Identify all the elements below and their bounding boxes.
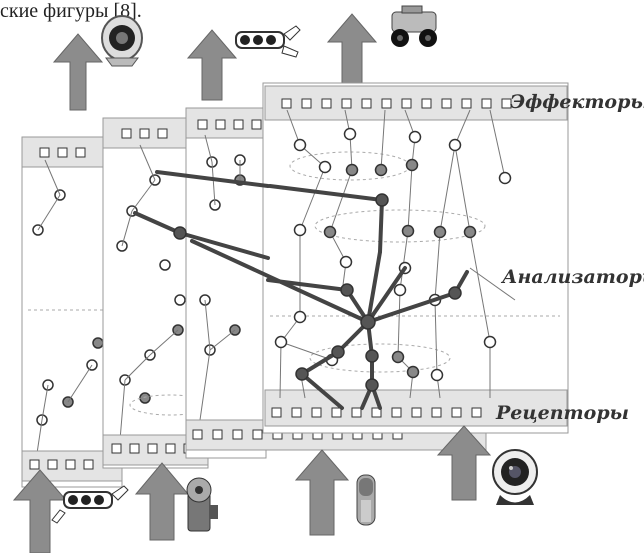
network-layer-4 (133, 82, 569, 434)
receptor-arrows (12, 425, 492, 553)
microphone-icon (356, 474, 376, 526)
caption-fragment: ские фигуры [8]. (0, 0, 142, 22)
effectors-label: Эффекторы (510, 91, 644, 113)
robot-hand-icon (235, 25, 301, 58)
speaker-icon (101, 15, 143, 67)
robot-hand-icon-bottom (51, 485, 129, 524)
webcam-icon (492, 449, 538, 505)
analyzers-label: Анализаторы (502, 266, 644, 288)
effector-strip (264, 85, 568, 121)
effector-arrows (52, 13, 378, 111)
wheeled-robot-icon (391, 5, 437, 47)
servo-motor-icon (186, 477, 218, 532)
receptors-label: Рецепторы (496, 402, 629, 424)
